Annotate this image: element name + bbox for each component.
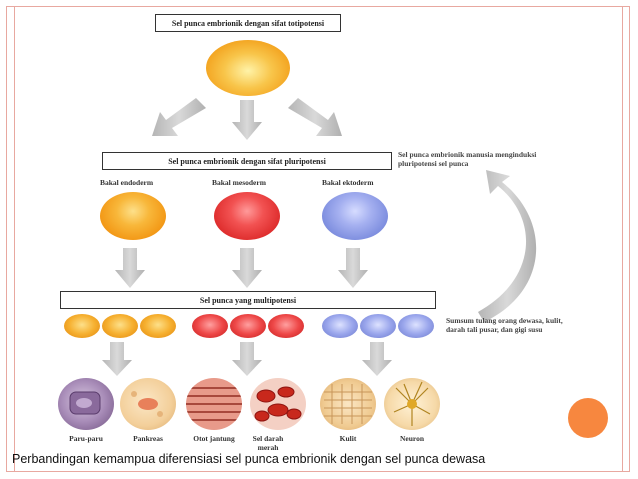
cardiac-muscle-label: Otot jantung	[193, 434, 235, 443]
frame-line-left	[14, 6, 15, 472]
multipotent-ekto-cell	[360, 314, 396, 338]
multipotent-endo-cell	[64, 314, 100, 338]
arrow-endo-tissue	[102, 342, 132, 376]
arrow-down-center	[232, 100, 262, 140]
endoderm-cell	[100, 192, 166, 240]
slide-caption: Perbandingan kemampua diferensiasi sel p…	[12, 452, 486, 466]
skin-label: Kulit	[339, 434, 357, 443]
ektoderm-label: Bakal ektoderm	[322, 178, 374, 187]
totipotent-box: Sel punca embrionik dengan sifat totipot…	[155, 14, 341, 32]
red-blood-cell-tissue	[250, 378, 306, 430]
arrow-meso-tissue	[232, 342, 262, 376]
multipotent-endo-cell	[102, 314, 138, 338]
accent-dot	[568, 398, 608, 438]
lung-label: Paru-paru	[69, 434, 103, 443]
endoderm-label: Bakal endoderm	[100, 178, 154, 187]
totipotent-cell	[206, 40, 290, 96]
arrow-ektoderm-down	[338, 248, 368, 288]
totipotent-label: Sel punca embrionik dengan sifat totipot…	[171, 18, 325, 28]
arrow-to-endoderm	[152, 98, 206, 136]
multipotent-endo-cell	[140, 314, 176, 338]
pluripotent-box: Sel punca embrionik dengan sifat pluripo…	[102, 152, 392, 170]
adult-stem-note: Sumsum tulang orang dewasa, kulit, darah…	[446, 316, 563, 334]
multipotent-meso-cell	[268, 314, 304, 338]
cardiac-muscle-tissue	[186, 378, 242, 430]
multipotent-meso-cell	[192, 314, 228, 338]
multipotent-label: Sel punca yang multipotensi	[199, 295, 297, 305]
multipotent-ekto-cell	[322, 314, 358, 338]
multipotent-meso-cell	[230, 314, 266, 338]
mesoderm-cell	[214, 192, 280, 240]
arrow-to-ektoderm	[288, 98, 342, 136]
multipotent-ekto-cell	[398, 314, 434, 338]
mesoderm-label: Bakal mesoderm	[212, 178, 266, 187]
ektoderm-cell	[322, 192, 388, 240]
frame-line-right	[622, 6, 623, 472]
arrow-endoderm-down	[115, 248, 145, 288]
pancreas-label: Pankreas	[133, 434, 163, 443]
pancreas-tissue	[120, 378, 176, 430]
multipotent-box: Sel punca yang multipotensi	[60, 291, 436, 309]
slide-frame	[6, 6, 630, 472]
arrow-ekto-tissue	[362, 342, 392, 376]
arrow-mesoderm-down	[232, 248, 262, 288]
lung-tissue	[58, 378, 114, 430]
red-blood-cell-label: Sel darah merah	[252, 434, 284, 452]
neuron-tissue	[384, 378, 440, 430]
pluripotent-label: Sel punca embrionik dengan sifat pluripo…	[168, 156, 326, 166]
skin-tissue	[320, 378, 376, 430]
curved-return-arrow	[478, 170, 537, 322]
neuron-label: Neuron	[399, 434, 425, 443]
induced-pluripotent-note: Sel punca embrionik manusia menginduksi …	[398, 150, 537, 168]
